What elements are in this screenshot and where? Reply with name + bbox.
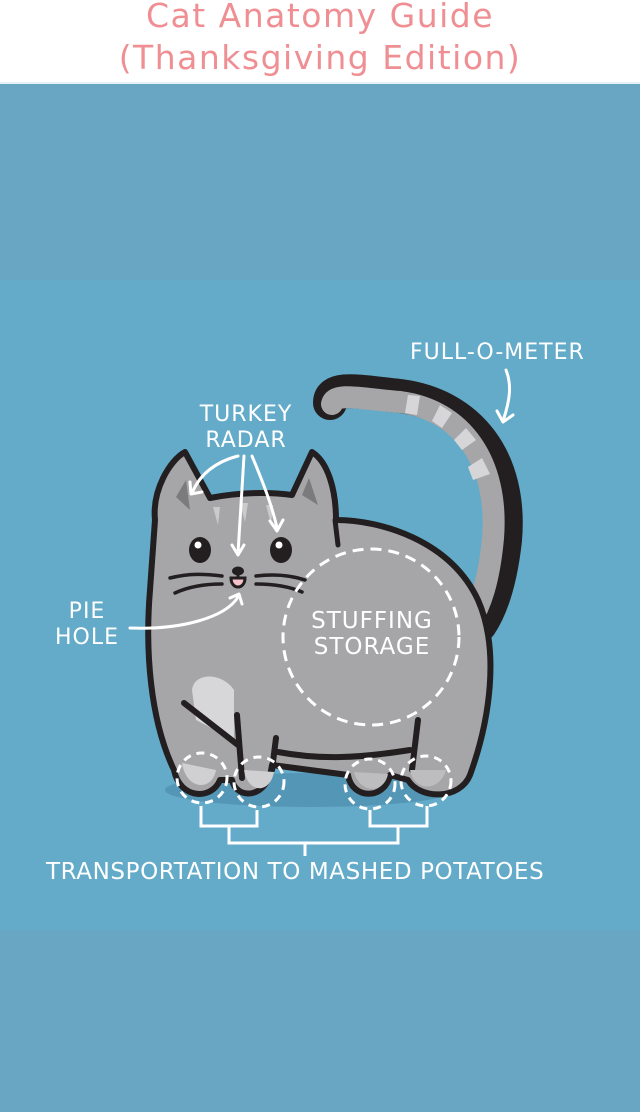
bottom-band [0,930,640,1112]
left-eye-icon [189,537,211,563]
top-band [0,84,640,284]
label-pie-hole-line2: HOLE [54,625,120,650]
right-eye-icon [270,537,292,563]
label-turkey-radar: TURKEY RADAR [188,402,304,454]
label-pie-hole-line1: PIE [68,599,106,624]
paw-highlight-circles [175,751,453,811]
label-full-o-meter: FULL-O-METER [410,340,585,365]
label-stuffing-storage-line2: STORAGE [313,634,431,660]
label-transportation: TRANSPORTATION TO MASHED POTATOES [46,859,545,885]
tail-icon [313,374,523,642]
arrow-eye [250,454,279,530]
label-stuffing-storage: STUFFING STORAGE [296,608,448,660]
mouth-icon [229,576,247,589]
nose-icon [232,566,244,576]
title-line-1: Cat Anatomy Guide [145,0,495,35]
cat-body [145,449,494,798]
label-stuffing-storage-line1: STUFFING [311,608,433,634]
paws-bracket [199,806,429,856]
arrow-full-o-meter [501,368,512,423]
arrow-pie-hole [128,595,240,630]
cat-face [168,537,307,595]
header: Cat Anatomy Guide (Thanksgiving Edition) [0,0,640,84]
stuffing-storage-outline [281,547,461,727]
label-pie-hole: PIE HOLE [48,599,126,651]
arrow-ear [190,454,240,495]
arrow-nose [236,454,246,555]
label-turkey-radar-line2: RADAR [205,428,287,453]
paw-circle-3 [343,757,397,811]
paw-circle-2 [232,755,286,809]
annotation-arrows [128,368,515,630]
title-line-2: (Thanksgiving Edition) [118,38,522,77]
label-turkey-radar-line1: TURKEY [199,402,293,427]
paw-circle-1 [175,751,229,805]
paw-circle-4 [399,754,453,808]
